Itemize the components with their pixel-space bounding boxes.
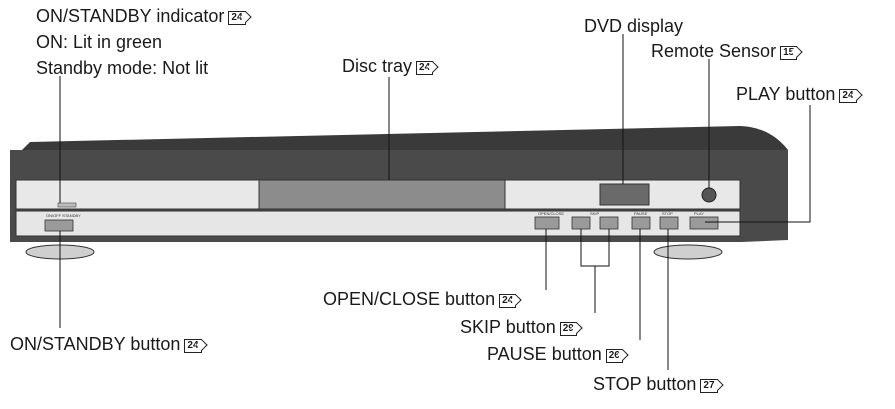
skip-mark: SKIP (590, 211, 599, 216)
page-ref-badge: 24 (499, 294, 517, 308)
disc-tray[interactable] (258, 179, 506, 210)
play-leader (705, 105, 811, 223)
page-ref-badge: 15 (780, 46, 798, 60)
page-ref-badge: 24 (228, 11, 246, 25)
player-top-lid (20, 126, 788, 152)
leader-lines (59, 34, 811, 370)
page-ref-badge: 24 (416, 61, 434, 75)
standby-indicator-led (57, 202, 77, 208)
pause-button[interactable] (631, 216, 651, 230)
open-close-button[interactable] (534, 216, 560, 230)
page-ref-badge: 27 (700, 379, 718, 393)
remote-sensor (701, 187, 717, 203)
open-close-mark: OPEN/CLOSE (538, 211, 564, 216)
front-panel-lower (15, 210, 741, 237)
pause-mark: PAUSE (634, 211, 648, 216)
dvd-display (599, 183, 650, 206)
play-mark: PLAY (694, 211, 704, 216)
standby-button[interactable] (44, 219, 74, 232)
page-ref-badge: 29 (559, 322, 577, 336)
stop-mark: STOP (662, 211, 673, 216)
page-ref-badge: 26 (605, 349, 623, 363)
skip-forward-button[interactable] (599, 216, 619, 230)
page-ref-badge: 24 (839, 89, 857, 103)
page-ref-badge: 24 (184, 339, 202, 353)
dvd-display-label: DVD display (584, 16, 684, 36)
right-foot (653, 244, 723, 260)
skip-back-button[interactable] (571, 216, 591, 230)
stop-button[interactable] (659, 216, 679, 230)
standby-indicator-on-note: ON: Lit in green (36, 32, 163, 52)
play-button[interactable] (689, 216, 719, 230)
standby-indicator-standby-note: Standby mode: Not lit (36, 58, 209, 78)
standby-mark: ON/OFF STANDBY (46, 213, 81, 218)
